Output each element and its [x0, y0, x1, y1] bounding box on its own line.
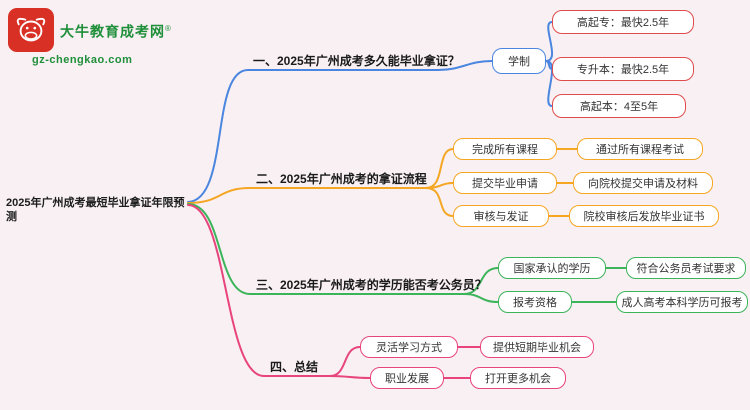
branch-1-node-xuezhi: 学制: [492, 48, 546, 74]
branch-3-step-0: 国家承认的学历: [498, 257, 606, 279]
branch-3-detail-1: 成人高考本科学历可报考: [616, 291, 748, 313]
branch-3-detail-0: 符合公务员考试要求: [626, 257, 746, 279]
branch-4-label: 四、总结: [270, 360, 319, 374]
branch-2-detail-1: 向院校提交申请及材料: [573, 172, 713, 194]
site-domain: gz-chengkao.com: [32, 54, 133, 66]
site-logo[interactable]: 大牛教育成考网® gz-chengkao.com: [8, 8, 178, 66]
branch-3-step-1: 报考资格: [498, 291, 572, 313]
branch-1-child-2: 高起本：4至5年: [552, 94, 686, 118]
branch-4-step-1: 职业发展: [370, 367, 444, 389]
branch-4-detail-0: 提供短期毕业机会: [480, 336, 594, 358]
branch-1-label: 一、2025年广州成考多久能毕业拿证？: [253, 54, 460, 68]
branch-2-step-1: 提交毕业申请: [453, 172, 557, 194]
site-name: 大牛教育成考网®: [60, 23, 172, 40]
branch-2-label: 二、2025年广州成考的拿证流程: [256, 172, 427, 186]
branch-4-detail-1: 打开更多机会: [470, 367, 566, 389]
branch-1-child-0: 高起专：最快2.5年: [552, 10, 694, 34]
branch-2-detail-2: 院校审核后发放毕业证书: [569, 205, 719, 227]
branch-4-step-0: 灵活学习方式: [360, 336, 458, 358]
root-node: 2025年广州成考最短毕业拿证年限预测: [6, 197, 185, 223]
bull-icon: [8, 8, 54, 52]
branch-2-step-0: 完成所有课程: [453, 138, 557, 160]
branch-1-child-1: 专升本：最快2.5年: [552, 57, 694, 81]
branch-3-label: 三、2025年广州成考的学历能否考公务员？: [256, 278, 487, 292]
trademark-symbol: ®: [165, 23, 172, 33]
branch-2-detail-0: 通过所有课程考试: [577, 138, 703, 160]
branch-2-step-2: 审核与发证: [453, 205, 549, 227]
